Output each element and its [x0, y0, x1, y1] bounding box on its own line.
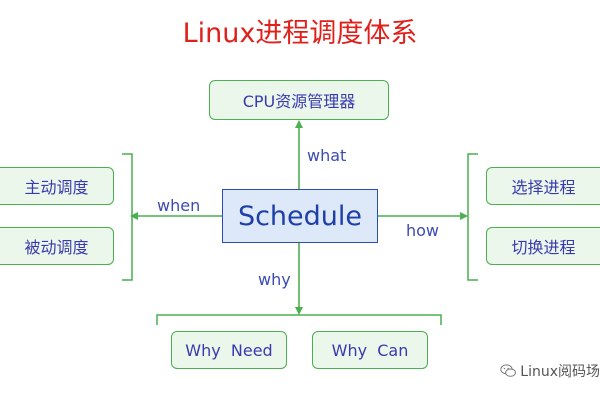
watermark-text: Linux阅码场	[520, 364, 600, 380]
active-schedule-label: 主动调度	[24, 178, 89, 197]
cpu-resource-manager-label: CPU资源管理器	[242, 92, 356, 111]
wechat-icon	[500, 364, 516, 377]
diagram-title: Linux进程调度体系	[182, 18, 418, 49]
select-process-box: 选择进程	[486, 167, 600, 205]
when-label: when	[157, 196, 201, 215]
cpu-resource-manager-box: CPU资源管理器	[209, 80, 389, 120]
passive-schedule-box: 被动调度	[0, 227, 114, 265]
schedule-box: Schedule	[222, 189, 378, 243]
active-schedule-box: 主动调度	[0, 167, 114, 205]
why-can-box: Why Can	[312, 331, 428, 369]
right-bracket	[467, 153, 478, 281]
why-can-label: Why Can	[331, 340, 409, 360]
bottom-bracket	[156, 314, 442, 325]
why-need-label: Why Need	[185, 340, 273, 360]
switch-process-box: 切换进程	[486, 227, 600, 265]
why-need-box: Why Need	[171, 331, 287, 369]
schedule-label: Schedule	[237, 200, 363, 232]
why-label: why	[258, 270, 291, 289]
left-bracket	[122, 153, 133, 281]
select-process-label: 选择进程	[511, 178, 576, 197]
passive-schedule-label: 被动调度	[24, 238, 89, 257]
watermark: Linux阅码场	[500, 360, 600, 382]
switch-process-label: 切换进程	[511, 238, 576, 257]
what-label: what	[307, 146, 347, 165]
how-label: how	[406, 221, 440, 240]
